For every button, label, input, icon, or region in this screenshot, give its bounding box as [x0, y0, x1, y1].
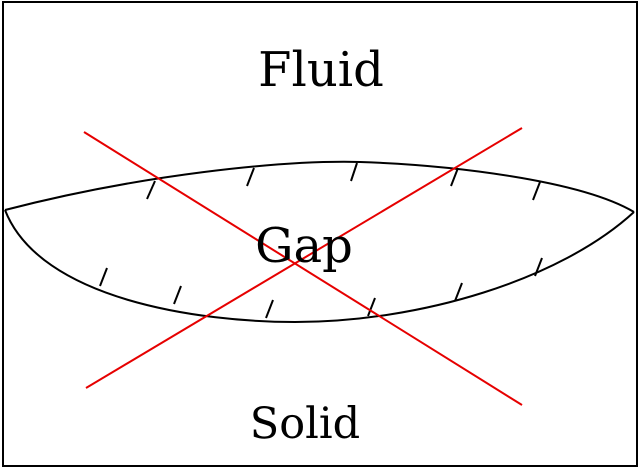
fluid-label: Fluid [258, 42, 384, 98]
hatch-mark [265, 299, 274, 319]
hatch-mark [146, 180, 156, 200]
hatch-mark [367, 297, 376, 317]
upper-hatch-marks [146, 162, 541, 201]
lower-hatch-marks [99, 257, 543, 319]
cross-out-mark [83, 127, 523, 406]
hatch-mark [246, 167, 255, 187]
hatch-mark [450, 167, 459, 187]
gap-upper-boundary [4, 160, 635, 213]
hatch-mark [532, 181, 541, 201]
hatch-mark [99, 267, 108, 287]
solid-label: Solid [250, 399, 360, 449]
hatch-mark [350, 162, 358, 182]
cross-line-ascending [85, 127, 523, 389]
cross-line-descending [83, 131, 523, 406]
gap-lower-boundary [4, 209, 635, 324]
hatch-mark [173, 285, 182, 305]
gap-label: Gap [255, 218, 353, 274]
hatch-mark [454, 282, 463, 302]
hatch-mark [534, 257, 543, 277]
